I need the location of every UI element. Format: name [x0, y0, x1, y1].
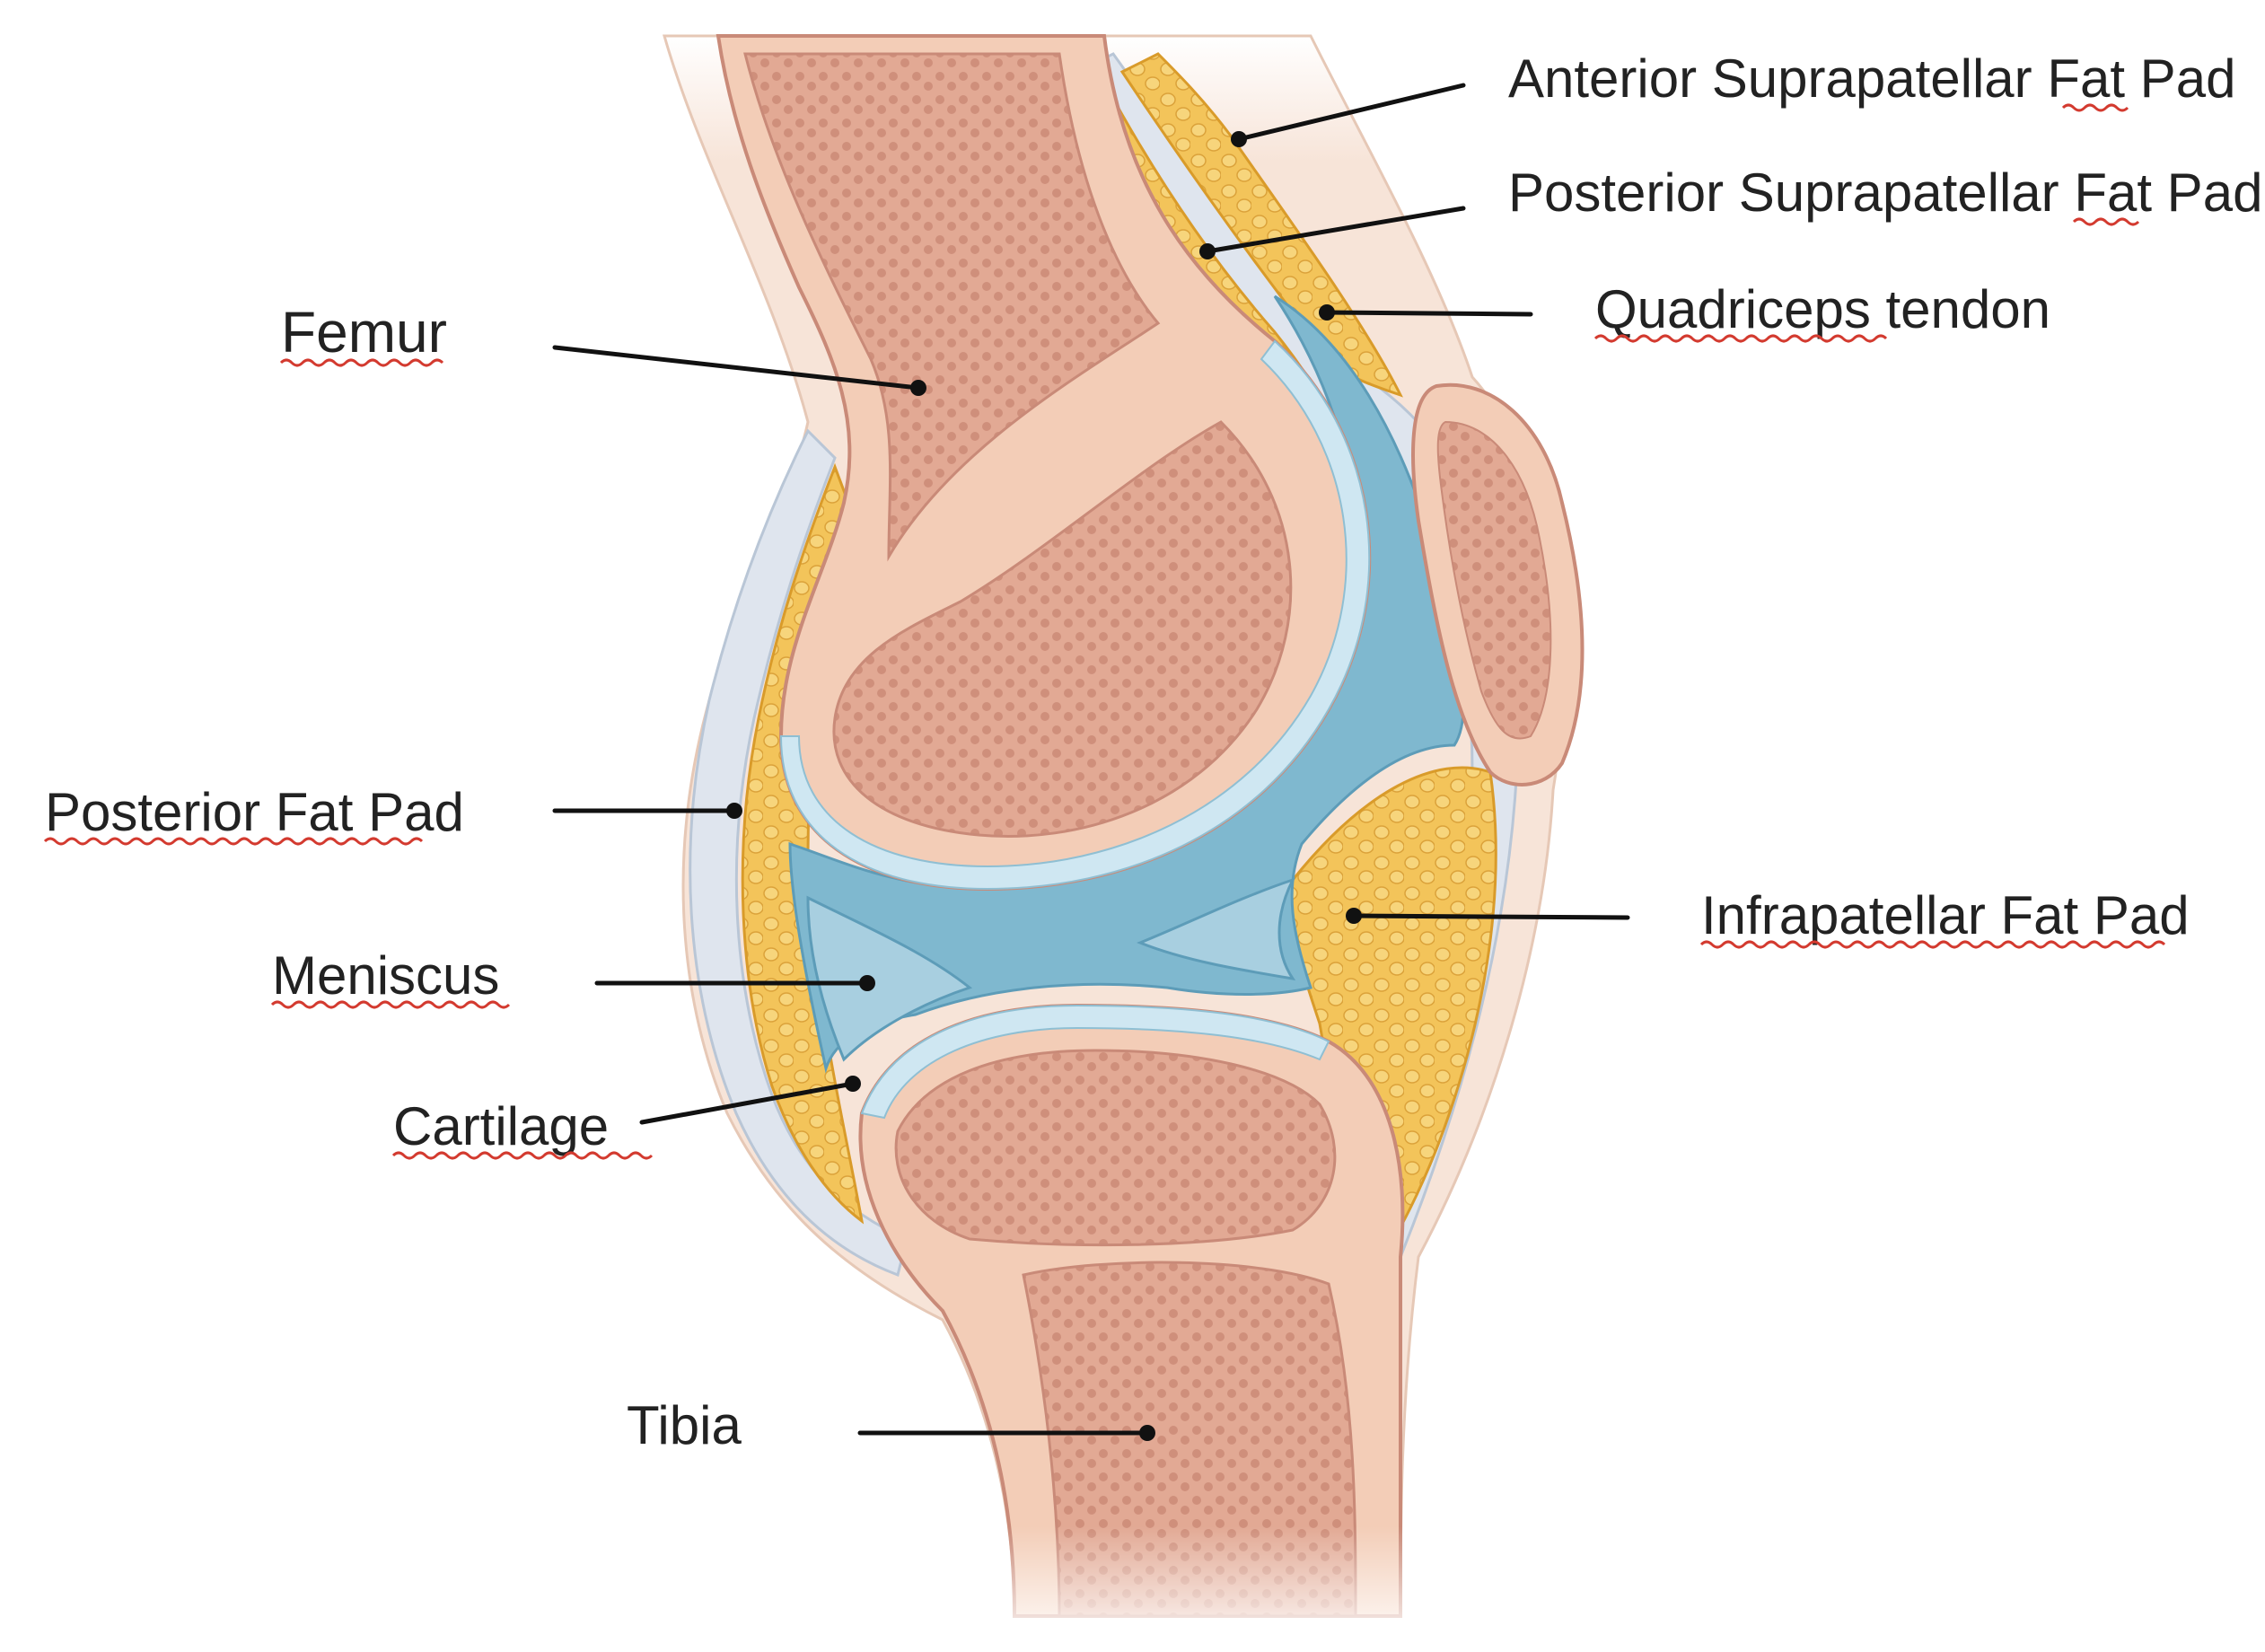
- bottom-fade: [575, 1526, 1975, 1652]
- posterior-meniscus: [806, 895, 973, 1062]
- leader-femur: [552, 345, 921, 391]
- labels: Anterior Suprapatellar Fat Pad Posterior…: [43, 48, 2262, 1455]
- spellcheck-underline: [391, 1151, 654, 1160]
- patella-marrow: [1436, 420, 1552, 740]
- anterior-meniscus: [1136, 877, 1296, 981]
- dot-quadriceps-tendon: [1319, 304, 1335, 321]
- dot-posterior-suprapatellar: [1199, 243, 1216, 259]
- leader-infrapatellar-fat-pad: [1351, 913, 1630, 920]
- leader-quadriceps-tendon: [1324, 310, 1533, 317]
- label-femur: Femur: [281, 300, 447, 365]
- dot-meniscus: [859, 975, 875, 991]
- spellcheck-underline: [43, 837, 424, 846]
- leader-anterior-suprapatellar: [1236, 83, 1466, 142]
- leader-lines: [552, 83, 1630, 1441]
- label-tibia: Tibia: [627, 1395, 742, 1455]
- label-meniscus: Meniscus: [272, 945, 499, 1006]
- tibia-cartilage: [860, 1004, 1330, 1120]
- infrapatellar-fat-pad: [1288, 766, 1497, 1261]
- leader-cartilage: [639, 1081, 856, 1125]
- label-quadriceps-tendon: Quadriceps tendon: [1595, 279, 2050, 339]
- leader-posterior-suprapatellar: [1205, 206, 1466, 254]
- femur-cartilage: [779, 339, 1371, 891]
- label-posterior-suprapatellar-fat-pad: Posterior Suprapatellar Fat Pad: [1508, 163, 2262, 223]
- dot-infrapatellar-fat-pad: [1346, 908, 1362, 924]
- spellcheck-underline: [1699, 940, 2166, 949]
- label-cartilage: Cartilage: [393, 1096, 609, 1156]
- femur-marrow-shaft: [743, 52, 1161, 562]
- dot-femur: [910, 380, 926, 396]
- spellcheck-underline: [270, 1000, 511, 1009]
- label-infrapatellar-fat-pad: Infrapatellar Fat Pad: [1701, 885, 2190, 945]
- label-anterior-suprapatellar-fat-pad: Anterior Suprapatellar Fat Pad: [1508, 48, 2235, 109]
- spellcheck-underline: [1593, 334, 1888, 343]
- femur-marrow-condyle: [832, 420, 1293, 838]
- spellcheck-underline: [279, 358, 444, 367]
- label-posterior-fat-pad: Posterior Fat Pad: [45, 782, 464, 842]
- posterior-capsule-band: [689, 428, 909, 1277]
- tibia-marrow-epiphysis: [894, 1049, 1337, 1247]
- dot-anterior-suprapatellar: [1231, 131, 1247, 147]
- dot-cartilage: [845, 1076, 861, 1092]
- dot-tibia: [1139, 1425, 1155, 1441]
- spellcheck-underline: [2061, 103, 2129, 112]
- spellcheck-underline: [2072, 217, 2140, 226]
- dot-posterior-fat-pad: [726, 803, 742, 819]
